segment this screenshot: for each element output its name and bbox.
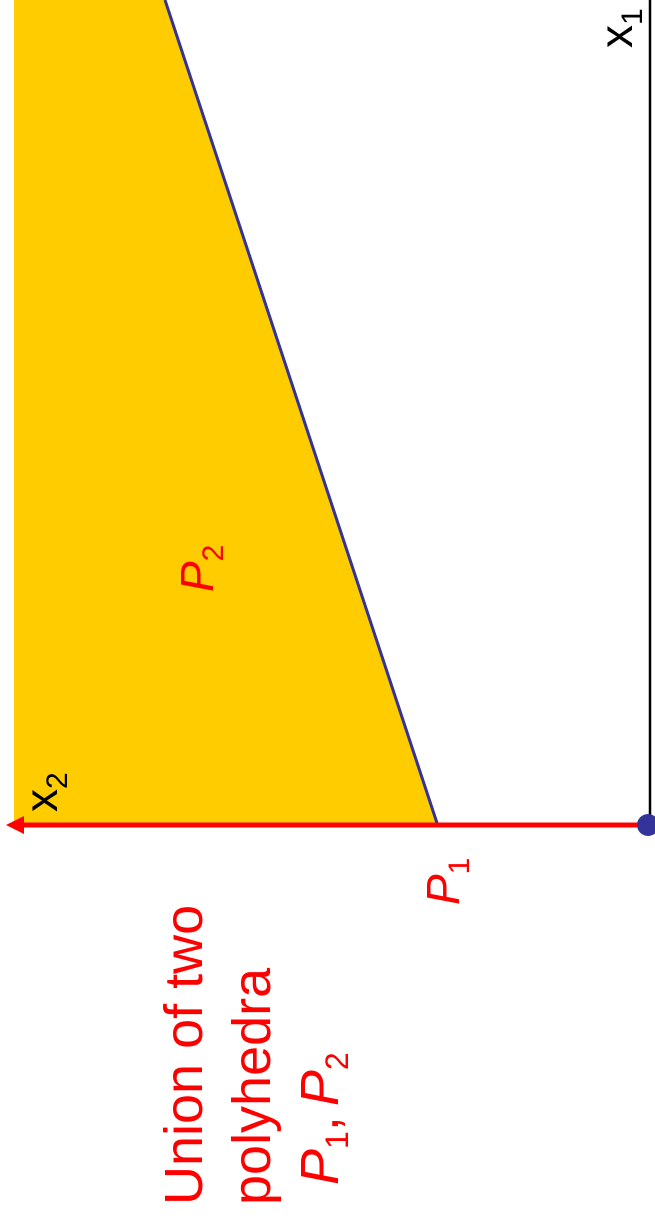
x1-axis-label: x1 bbox=[590, 8, 649, 48]
polyhedron-p2-boundary bbox=[163, 0, 439, 824]
diagram-title: Union of two polyhedra P1,P2 bbox=[154, 905, 355, 1205]
p1-label: P1 bbox=[417, 858, 476, 905]
svg-text:P2: P2 bbox=[171, 545, 230, 592]
p2-var: P bbox=[171, 561, 223, 592]
title-line-3: P1,P2 bbox=[290, 1052, 355, 1185]
p1-var: P bbox=[417, 874, 469, 905]
x1-var: x bbox=[590, 25, 642, 48]
title-p2-var: P bbox=[290, 1070, 350, 1106]
origin-point bbox=[637, 814, 655, 836]
p2-label: P2 bbox=[171, 545, 230, 592]
title-p1-var: P bbox=[290, 1149, 350, 1185]
svg-text:x1: x1 bbox=[590, 8, 649, 48]
svg-text:x2: x2 bbox=[15, 772, 74, 812]
x2-axis-label: x2 bbox=[15, 772, 74, 812]
p2-sub: 2 bbox=[197, 545, 230, 562]
title-line-2: polyhedra bbox=[222, 967, 282, 1205]
svg-text:P1: P1 bbox=[417, 858, 476, 905]
title-separator: , bbox=[290, 1116, 350, 1131]
x2-var: x bbox=[15, 789, 67, 812]
x2-sub: 2 bbox=[41, 772, 74, 789]
x2-axis-arrowhead bbox=[6, 816, 24, 834]
p1-sub: 1 bbox=[443, 858, 476, 875]
polyhedron-p2-region bbox=[14, 0, 437, 823]
title-p1-sub: 1 bbox=[319, 1131, 355, 1149]
title-line-1: Union of two bbox=[154, 905, 214, 1205]
x1-sub: 1 bbox=[616, 8, 649, 25]
title-p2-sub: 2 bbox=[319, 1052, 355, 1070]
